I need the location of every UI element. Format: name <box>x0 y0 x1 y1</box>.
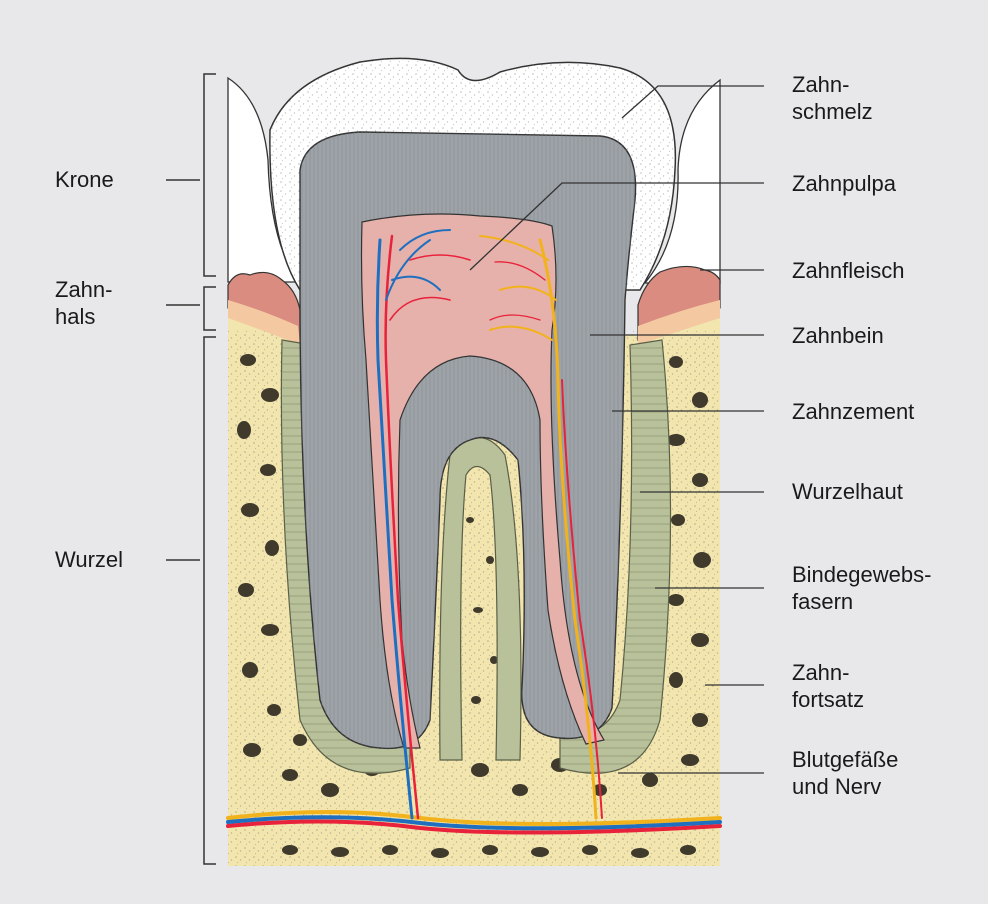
label-enamel: Zahn-schmelz <box>792 71 873 125</box>
label-gum: Zahnfleisch <box>792 257 905 284</box>
label-connective-fibers: Bindegewebs-fasern <box>792 561 931 615</box>
label-cementum: Zahnzement <box>792 398 914 425</box>
label-crown: Krone <box>55 166 114 193</box>
label-alveolar-process: Zahn-fortsatz <box>792 659 864 713</box>
left-brackets <box>166 74 216 864</box>
bracket-neck <box>204 287 216 330</box>
label-pulp: Zahnpulpa <box>792 170 896 197</box>
label-root: Wurzel <box>55 546 123 573</box>
bracket-crown <box>204 74 216 276</box>
label-periodontium: Wurzelhaut <box>792 478 903 505</box>
label-tooth-neck: Zahn-hals <box>55 276 112 330</box>
label-dentin: Zahnbein <box>792 322 884 349</box>
bracket-root <box>204 337 216 864</box>
